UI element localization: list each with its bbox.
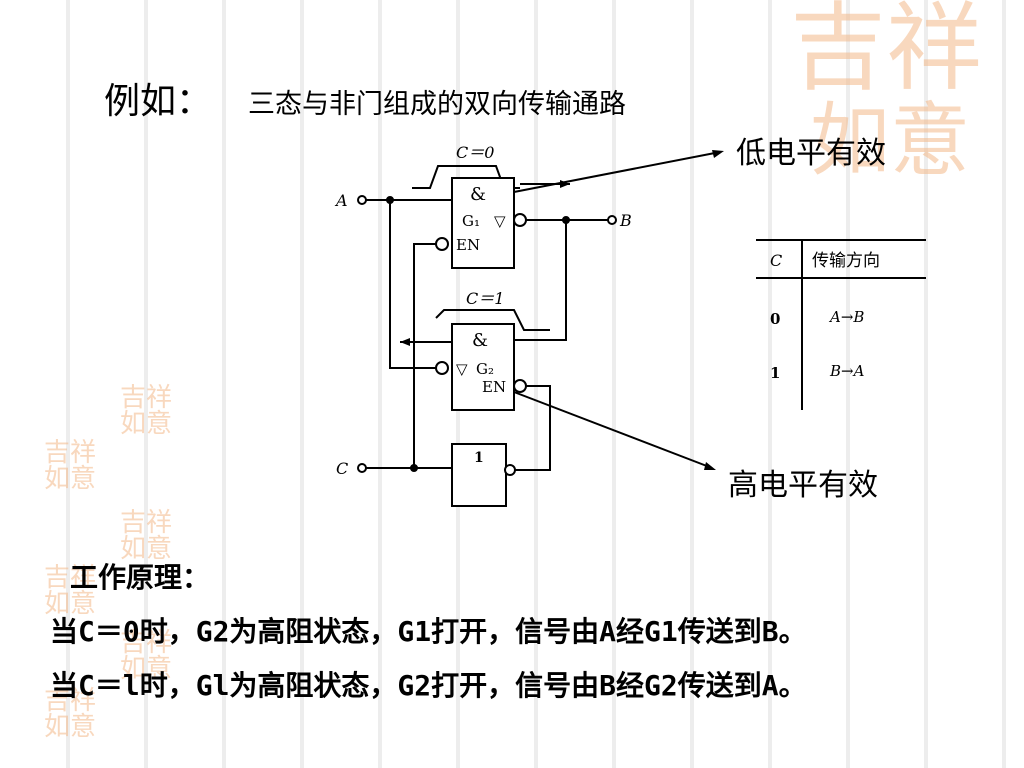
decorative-seal-small: 吉祥如意	[120, 508, 173, 564]
table-header-dir: 传输方向	[812, 251, 880, 271]
not-output-bubble	[504, 464, 516, 476]
principle-title: 工作原理：	[70, 561, 211, 594]
table-row-1-dir: B→A	[829, 362, 865, 380]
c1-bracket	[435, 309, 550, 331]
g1-en-bubble	[435, 237, 449, 251]
table-row-1-c: 1	[770, 364, 780, 382]
terminal-a	[357, 195, 367, 205]
table-header-c: C	[770, 251, 782, 270]
g1-en: EN	[456, 236, 480, 254]
decorative-seal-small: 吉祥如意	[44, 438, 97, 494]
page-title: 例如：	[104, 81, 213, 122]
label-b: B	[619, 211, 632, 230]
g2-input-bubble	[435, 361, 449, 375]
decorative-seal-large: 吉祥	[790, 0, 982, 104]
g2-en-bubble	[513, 379, 527, 393]
table-row-0-c: 0	[770, 310, 780, 328]
decorative-seal-large-2: 如意	[810, 94, 970, 187]
gate-g2	[451, 323, 515, 411]
annotation-high-active: 高电平有效	[728, 468, 878, 503]
wire-a-down	[389, 200, 436, 369]
decorative-seal-small: 吉祥如意	[120, 383, 173, 439]
g1-tri: ▽	[494, 212, 506, 230]
gate-g1	[451, 177, 515, 269]
decorative-seal-small: 吉祥如意	[120, 628, 173, 684]
decorative-seal-small: 吉祥如意	[44, 686, 97, 742]
decorative-seal-small: 吉祥如意	[44, 563, 97, 619]
gate-not	[451, 443, 507, 507]
label-c0: C＝0	[456, 143, 494, 162]
label-c1: C＝1	[466, 289, 504, 308]
arrow-high-active	[513, 391, 713, 469]
g1-symbol: &	[470, 184, 486, 205]
annotation-low-active: 低电平有效	[736, 136, 886, 171]
g2-name: G₂	[476, 360, 494, 378]
terminal-b	[607, 215, 617, 225]
label-c: C	[336, 459, 348, 478]
principle-line-2: 当C＝l时，Gl为高阻状态，G2打开，信号由B经G2传送到A。	[50, 669, 807, 702]
arrow-low-active	[513, 151, 721, 193]
g1-name: G₁	[462, 212, 480, 230]
label-a: A	[334, 191, 348, 210]
wire-g1-en	[413, 243, 436, 468]
not-symbol: 1	[474, 450, 484, 466]
table-row-0-dir: A→B	[828, 308, 864, 326]
page-subtitle: 三态与非门组成的双向传输通路	[248, 89, 626, 120]
g2-en: EN	[482, 378, 506, 396]
wire-b-down	[510, 220, 567, 341]
terminal-c	[357, 463, 367, 473]
wire-g2-en	[514, 385, 551, 471]
g1-output-bubble	[513, 213, 527, 227]
g2-tri: ▽	[456, 360, 468, 378]
g2-symbol: &	[472, 330, 488, 351]
principle-line-1: 当C＝0时，G2为高阻状态，G1打开，信号由A经G1传送到B。	[50, 615, 807, 648]
